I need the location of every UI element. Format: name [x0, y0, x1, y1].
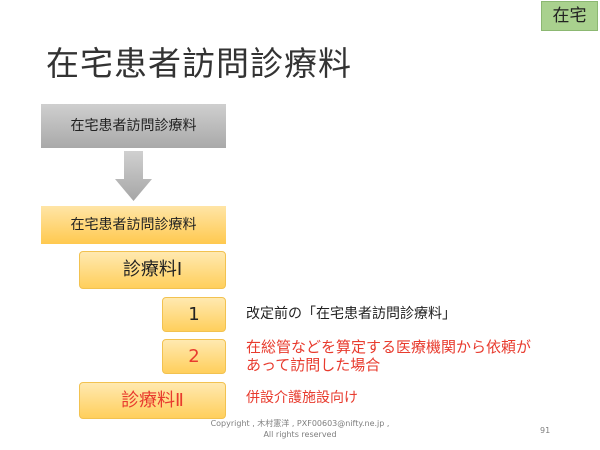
old-fee-box: 在宅患者訪問診療料 [41, 104, 226, 148]
copyright-notice: Copyright , 木村憲洋 , PXF00603@nifty.ne.jp … [200, 418, 400, 440]
fee-class-2-box: 診療料Ⅱ [79, 382, 226, 419]
category-badge: 在宅 [541, 1, 598, 31]
fee-item-1-description: 改定前の「在宅患者訪問診療料」 [246, 306, 456, 322]
copyright-line-1: Copyright , 木村憲洋 , PXF00603@nifty.ne.jp … [210, 419, 390, 428]
page-title: 在宅患者訪問診療料 [46, 44, 352, 83]
down-arrow-icon [115, 151, 152, 201]
fee-item-1-box: 1 [162, 297, 226, 332]
new-fee-box: 在宅患者訪問診療料 [41, 206, 226, 244]
fee-item-2-description-line-2: あって訪問した場合 [246, 356, 381, 374]
fee-item-2-description: 在総管などを算定する医療機関から依頼が あって訪問した場合 [246, 338, 531, 374]
fee-item-2-box: 2 [162, 339, 226, 374]
fee-item-2-description-line-1: 在総管などを算定する医療機関から依頼が [246, 338, 532, 356]
copyright-line-2: All rights reserved [263, 430, 337, 439]
fee-class-2-description: 併設介護施設向け [246, 390, 358, 406]
fee-class-1-box: 診療料Ⅰ [79, 251, 226, 289]
page-number: 91 [540, 426, 551, 435]
